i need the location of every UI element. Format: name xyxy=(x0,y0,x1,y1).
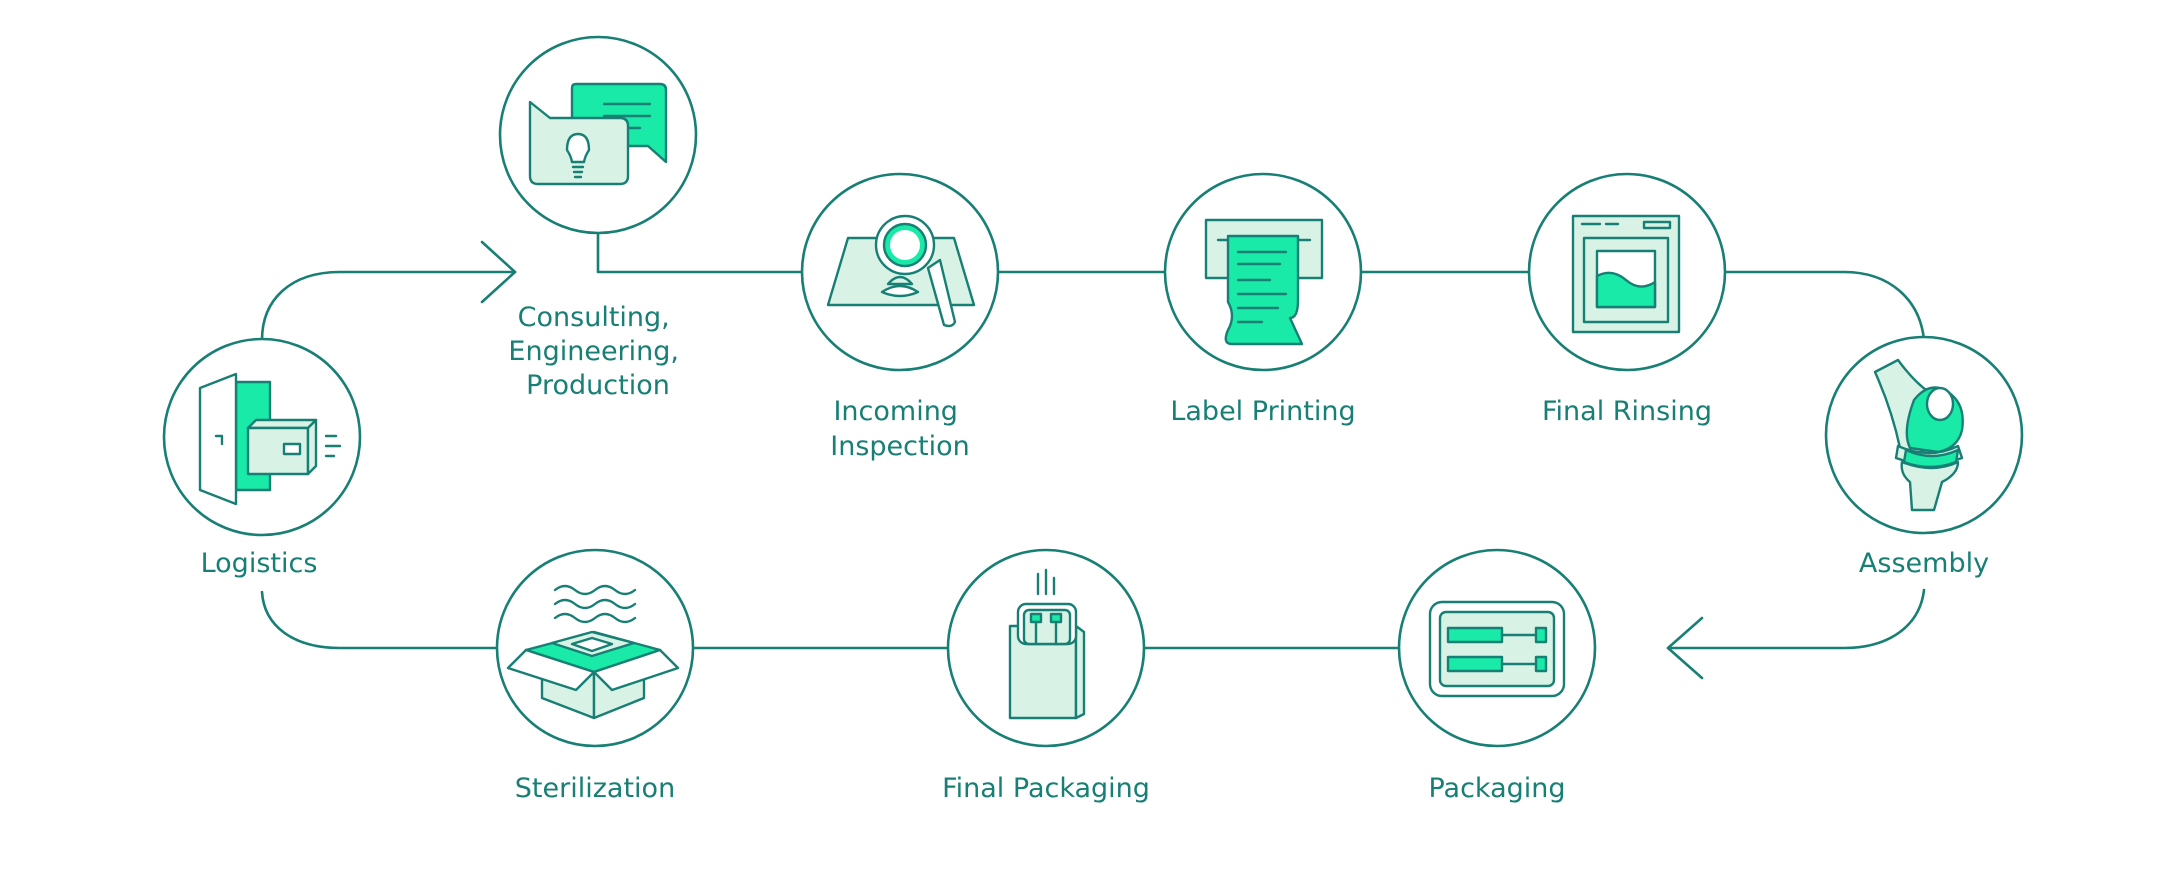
sealed-bag-icon xyxy=(1008,568,1086,720)
step-label: Final Packaging xyxy=(942,773,1150,804)
door-parcel-icon xyxy=(198,372,342,506)
step-consulting: Consulting, Engineering, Production xyxy=(498,35,698,401)
step-packaging: Packaging xyxy=(1397,548,1597,804)
label-line: Final Packaging xyxy=(942,773,1150,804)
step-label: Sterilization xyxy=(515,773,675,804)
label-line: Label Printing xyxy=(1170,396,1355,427)
step-label: Packaging xyxy=(1428,773,1565,804)
steam-box-icon xyxy=(506,584,680,720)
step-label: Logistics xyxy=(201,548,318,579)
connector-rinsing-to-assembly xyxy=(1722,270,1926,342)
label-line: Engineering, xyxy=(508,336,679,367)
magnifier-map-icon xyxy=(826,214,976,328)
label-line: Assembly xyxy=(1859,548,1989,579)
step-label: Final Rinsing xyxy=(1542,396,1712,427)
connector-sterilization-to-logistics xyxy=(260,590,499,650)
step-final-rinsing: Final Rinsing xyxy=(1527,172,1727,427)
step-final-packaging: Final Packaging xyxy=(942,548,1150,804)
flow-connectors xyxy=(260,231,1926,680)
label-line: Sterilization xyxy=(515,773,675,804)
label-line: Production xyxy=(526,370,670,401)
arrow-head-left xyxy=(1666,616,1704,680)
label-line: Final Rinsing xyxy=(1542,396,1712,427)
printer-label-icon xyxy=(1204,218,1324,346)
rinsing-tank-icon xyxy=(1571,214,1681,334)
step-label: Label Printing xyxy=(1170,396,1355,427)
connector-consulting-to-inspection xyxy=(596,231,805,274)
label-line: Packaging xyxy=(1428,773,1565,804)
connector-logistics-to-consulting xyxy=(260,270,517,342)
blister-tray-icon xyxy=(1428,600,1566,698)
step-label-printing: Label Printing xyxy=(1163,172,1363,427)
knee-implant-icon xyxy=(1873,358,1964,512)
connector-assembly-to-packaging xyxy=(1666,588,1926,650)
label-line: Inspection xyxy=(830,431,969,462)
step-sterilization: Sterilization xyxy=(495,548,695,804)
label-line: Incoming xyxy=(833,396,958,427)
step-label: Assembly xyxy=(1859,548,1989,579)
step-incoming-inspection: Incoming Inspection xyxy=(800,172,1000,462)
label-line: Logistics xyxy=(201,548,318,579)
arrow-head-right xyxy=(480,240,517,304)
step-label: Consulting, Engineering, Production xyxy=(508,302,687,401)
step-label: Incoming Inspection xyxy=(830,396,969,462)
step-logistics: Logistics xyxy=(162,337,362,579)
step-assembly: Assembly xyxy=(1824,335,2024,579)
label-line: Consulting, xyxy=(518,302,670,333)
speech-bubbles-lightbulb-icon xyxy=(528,82,668,186)
